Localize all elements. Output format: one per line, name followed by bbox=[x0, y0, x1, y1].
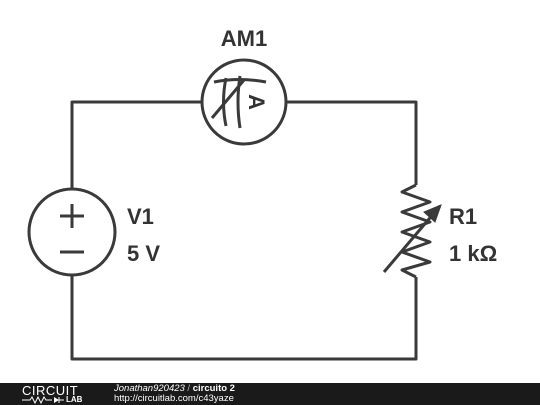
ammeter-circle bbox=[200, 58, 288, 146]
plus-sign bbox=[60, 204, 84, 228]
footer-credits: Jonathan920423 / circuito 2 http://circu… bbox=[114, 384, 235, 404]
ammeter-arcs-icon bbox=[210, 75, 267, 129]
arrow-head-icon bbox=[423, 204, 442, 223]
ammeter-name-label: AM1 bbox=[221, 26, 267, 51]
logo-text-circuit: CIRCUIT bbox=[22, 383, 79, 398]
wire-top-left bbox=[70, 100, 202, 188]
circuit-url-link[interactable]: http://circuitlab.com/c43yaze bbox=[114, 393, 234, 404]
logo-text-lab: LAB bbox=[66, 395, 83, 404]
author-link[interactable]: Jonathan920423 bbox=[114, 383, 185, 394]
path-separator: / bbox=[184, 383, 193, 394]
resistor-name-label: R1 bbox=[449, 204, 477, 229]
resistor-zigzag bbox=[400, 183, 432, 279]
voltage-source-circle bbox=[27, 187, 117, 277]
logo-resistor-icon bbox=[22, 396, 64, 404]
circuit-title: circuito 2 bbox=[192, 383, 235, 394]
variable-resistor-r1: R1 1 kΩ bbox=[382, 183, 497, 279]
circuitlab-logo: CIRCUIT LAB bbox=[22, 384, 94, 404]
ammeter-symbol: A bbox=[244, 94, 269, 110]
circuit-wires bbox=[70, 100, 418, 361]
circuit-schematic: V1 5 V A AM1 R1 1 kΩ bbox=[27, 26, 497, 361]
wire-bottom bbox=[70, 275, 418, 361]
source-name-label: V1 bbox=[127, 204, 154, 229]
footer-bar: CIRCUIT LAB Jonathan920423 / circuito 2 … bbox=[0, 383, 540, 405]
resistor-value-label: 1 kΩ bbox=[449, 241, 497, 266]
source-value-label: 5 V bbox=[127, 241, 160, 266]
ammeter-am1: A AM1 bbox=[200, 26, 288, 146]
voltage-source-v1: V1 5 V bbox=[27, 187, 160, 277]
wire-top-right bbox=[286, 100, 418, 185]
